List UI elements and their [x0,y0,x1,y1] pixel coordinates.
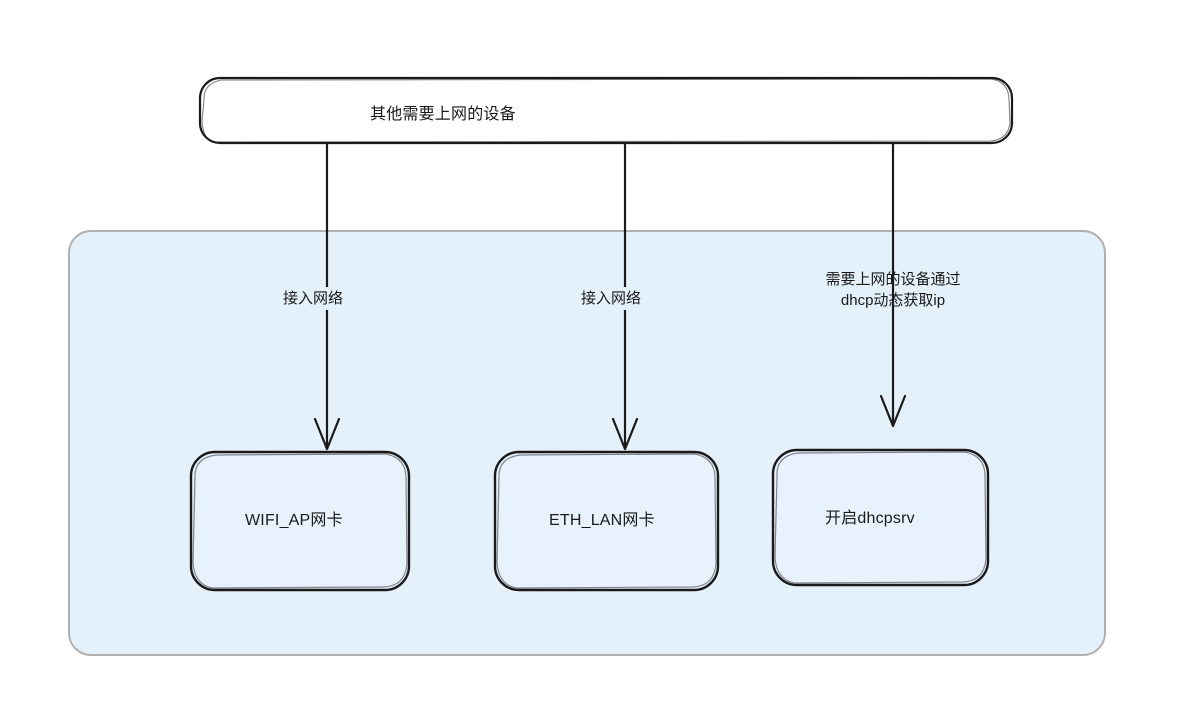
edge-label-dhcp-line2: dhcp动态获取ip [840,292,946,309]
node-box-wifi-ap[interactable] [189,450,411,592]
edge-label-wifi: 接入网络 [280,287,347,310]
node-box-eth-lan[interactable] [493,450,720,592]
top-box-label: 其他需要上网的设备 [370,106,516,123]
edge-label-eth: 接入网络 [578,287,645,310]
node-box-dhcpsrv[interactable] [771,448,990,587]
node-label-eth-lan: ETH_LAN网卡 [549,512,655,529]
node-label-dhcpsrv: 开启dhcpsrv [825,510,915,527]
top-box-shape[interactable] [198,76,1014,145]
node-label-wifi-ap: WIFI_AP网卡 [245,512,343,529]
edge-label-dhcp-line1: 需要上网的设备通过 [825,271,961,288]
arrow-to-dhcpsrv [879,144,907,428]
edge-label-dhcp: 需要上网的设备通过 dhcp动态获取ip [800,269,986,311]
